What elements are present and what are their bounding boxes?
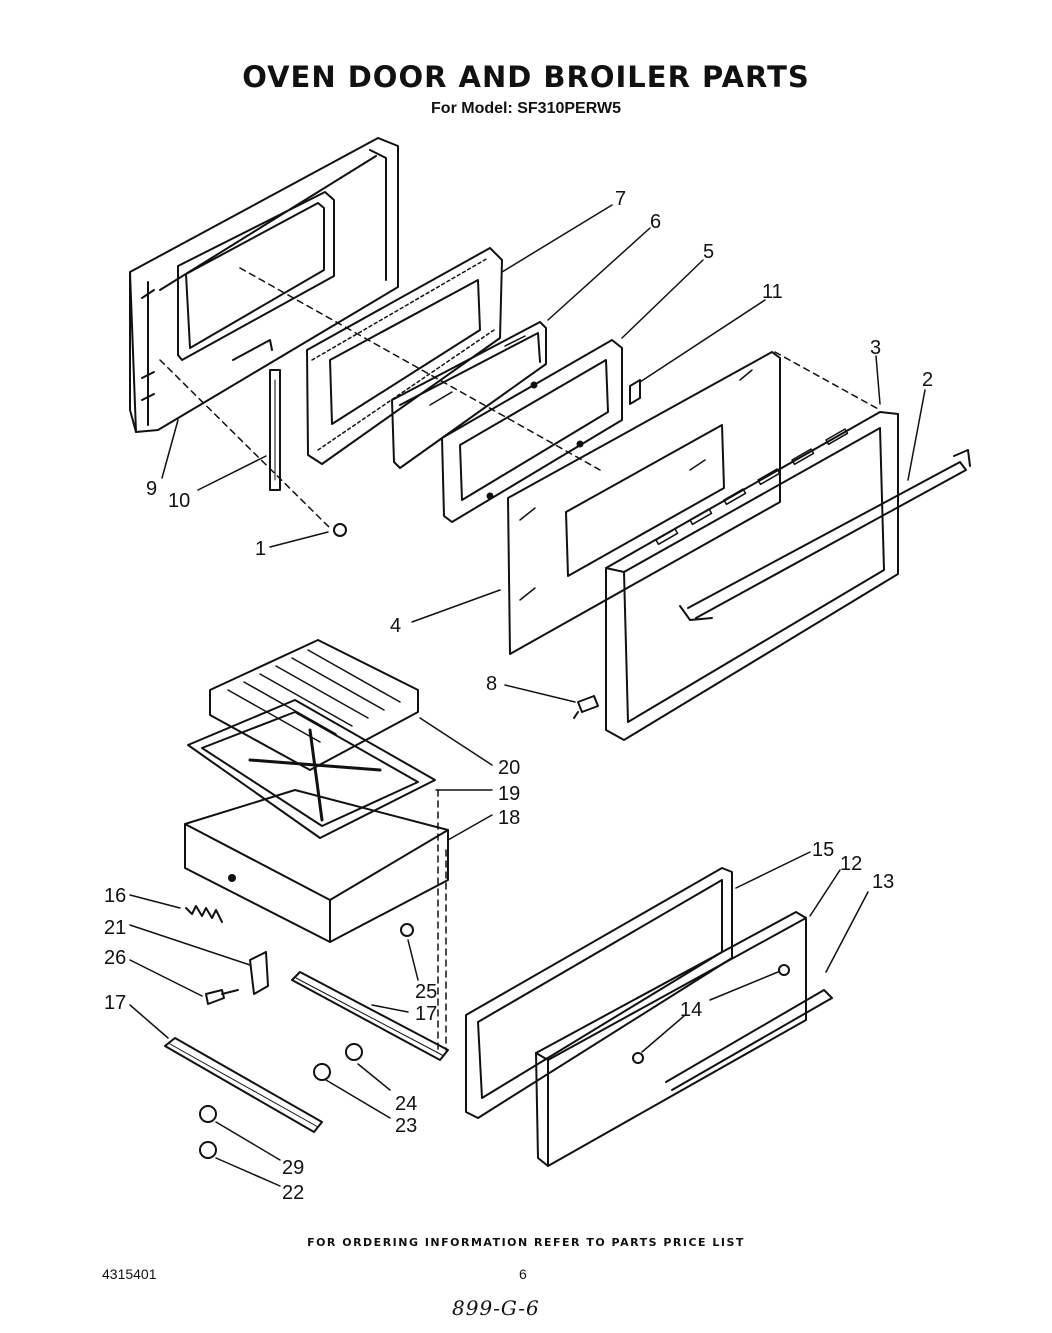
part-18-broiler-pan [184, 789, 449, 943]
leader-lines [129, 204, 926, 1187]
part-7-door-gasket [306, 247, 503, 465]
part-1-hinge-pin [333, 523, 347, 537]
callout-17-left: 17 [104, 992, 126, 1014]
callout-13: 13 [872, 871, 894, 893]
page-title: OVEN DOOR AND BROILER PARTS [242, 60, 810, 94]
callout-29: 29 [282, 1157, 304, 1179]
callout-17-right: 17 [415, 1003, 437, 1025]
callout-8: 8 [486, 673, 497, 695]
part-29-knob [199, 1105, 217, 1123]
part-22-spacer [199, 1141, 217, 1159]
part-17-rail-lower [164, 1037, 323, 1133]
part-17-rail-upper [291, 971, 449, 1061]
part-5-glass-frame [441, 339, 623, 523]
callout-1: 1 [255, 538, 266, 560]
callout-21: 21 [104, 917, 126, 939]
part-3-outer-door-frame [605, 411, 899, 741]
part-25-nut [400, 923, 414, 937]
part-20-broiler-grid [209, 639, 419, 771]
part-14-fastener [632, 964, 790, 1064]
callout-19: 19 [498, 783, 520, 805]
callout-labels: 7 6 5 11 3 2 9 10 1 4 8 20 19 18 15 12 1… [104, 188, 933, 1204]
part-13-drawer-handle [665, 989, 833, 1091]
part-19-broiler-pan-insert [187, 699, 436, 839]
callout-12: 12 [840, 853, 862, 875]
callout-24: 24 [395, 1093, 417, 1115]
part-11-clip [629, 379, 641, 405]
callout-14: 14 [680, 999, 702, 1021]
callout-16: 16 [104, 885, 126, 907]
part-24-knob [345, 1043, 363, 1061]
callout-11: 11 [762, 281, 783, 303]
callout-9: 9 [146, 478, 157, 500]
callout-3: 3 [870, 337, 881, 359]
callout-7: 7 [615, 188, 626, 210]
part-21-bracket [249, 951, 269, 995]
ordering-note: FOR ORDERING INFORMATION REFER TO PARTS … [307, 1236, 745, 1249]
part-9-inner-door-panel [129, 137, 399, 433]
callout-5: 5 [703, 241, 714, 263]
callout-20: 20 [498, 757, 520, 779]
callout-2: 2 [922, 369, 933, 391]
callout-4: 4 [390, 615, 401, 637]
part-12-drawer-front [535, 911, 807, 1167]
model-subtitle: For Model: SF310PERW5 [431, 100, 621, 117]
part-2-door-handle [679, 449, 971, 621]
page-number: 6 [519, 1266, 527, 1282]
callout-25: 25 [415, 981, 437, 1003]
callout-22: 22 [282, 1182, 304, 1204]
part-8-screw [573, 695, 599, 719]
part-16-spring [185, 905, 223, 923]
callout-6: 6 [650, 211, 661, 233]
part-23-spacer [313, 1063, 331, 1081]
callout-23: 23 [395, 1115, 417, 1137]
part-4-outer-door-glass [507, 351, 781, 655]
callout-26: 26 [104, 947, 126, 969]
part-26-bolt [205, 989, 239, 1005]
callout-15: 15 [812, 839, 834, 861]
assembly-lines [159, 267, 881, 1051]
handwritten-code: 899-G-6 [452, 1296, 540, 1320]
callout-18: 18 [498, 807, 520, 829]
document-number: 4315401 [102, 1266, 157, 1282]
part-10-hinge [269, 369, 281, 491]
part-15-drawer-panel [465, 867, 733, 1119]
part-6-inner-glass [391, 321, 547, 469]
callout-10: 10 [168, 490, 190, 512]
